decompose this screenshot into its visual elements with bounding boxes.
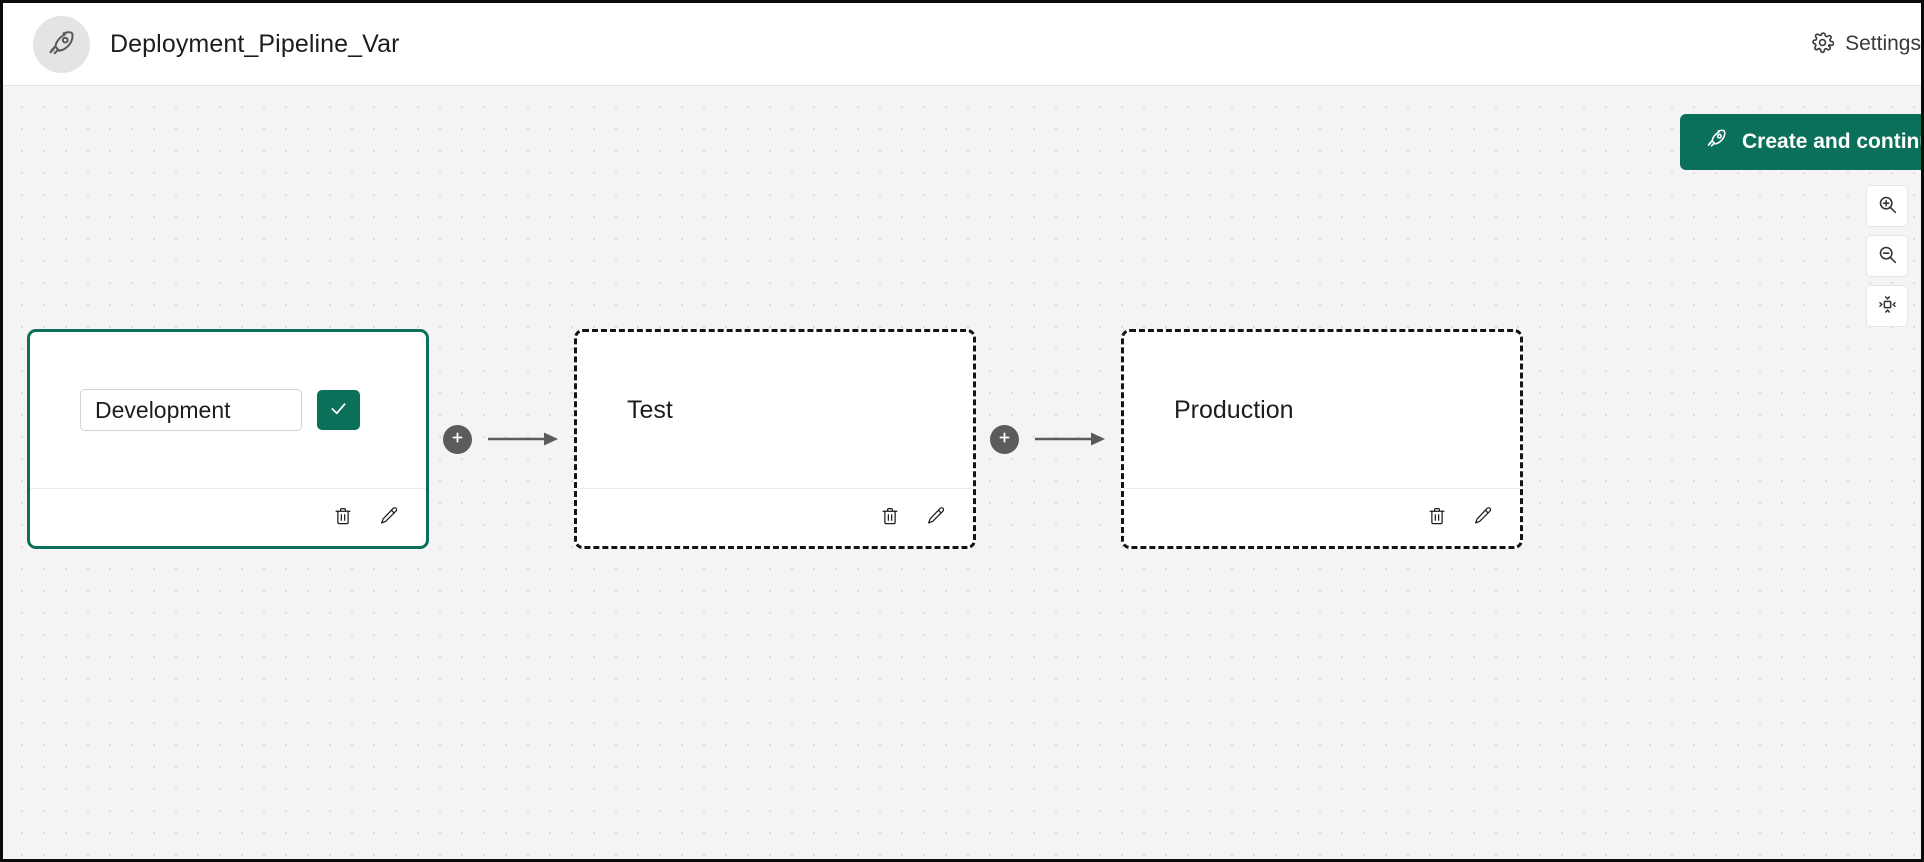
check-icon [328,398,349,422]
stage-node-production[interactable]: Production [1121,329,1523,549]
trash-icon [1426,505,1448,530]
stage-footer [1124,488,1520,546]
stage-confirm-button[interactable] [317,390,360,430]
create-and-continue-label: Create and continue [1742,130,1921,153]
zoom-out-button[interactable] [1866,235,1908,277]
plus-icon [997,430,1012,448]
header-left-group: Deployment_Pipeline_Var [3,15,400,73]
stage-edit-button[interactable] [1472,505,1494,530]
settings-button[interactable]: Settings [1811,31,1921,57]
stage-body [30,332,426,488]
plus-icon [450,430,465,448]
app-header: Deployment_Pipeline_Var Settings [3,3,1921,86]
add-stage-button[interactable] [443,424,472,454]
stage-node-test[interactable]: Test [574,329,976,549]
stage-connector [976,329,1121,549]
zoom-in-button[interactable] [1866,185,1908,227]
arrow-right-icon [488,432,558,446]
stage-name-input[interactable] [80,389,302,431]
pipeline-stages: Test [27,329,1523,549]
stage-name-label: Test [627,395,673,424]
stage-edit-button[interactable] [378,505,400,530]
stage-body: Production [1124,332,1520,488]
trash-icon [879,505,901,530]
fit-to-view-button[interactable] [1866,285,1908,327]
pencil-icon [1472,505,1494,530]
zoom-out-icon [1877,244,1898,268]
stage-connector [429,329,574,549]
stage-delete-button[interactable] [332,505,354,530]
pencil-icon [378,505,400,530]
page-title: Deployment_Pipeline_Var [110,29,400,58]
pipeline-canvas[interactable]: Create and continue [3,86,1921,859]
pencil-icon [925,505,947,530]
rocket-icon [1706,128,1728,156]
stage-node-development[interactable] [27,329,429,549]
stage-edit-button[interactable] [925,505,947,530]
create-and-continue-button[interactable]: Create and continue [1680,114,1921,170]
zoom-in-icon [1877,194,1898,218]
stage-delete-button[interactable] [879,505,901,530]
header-right-group: Settings [1811,31,1921,57]
stage-body: Test [577,332,973,488]
add-stage-button[interactable] [990,424,1019,454]
rocket-icon [33,15,90,73]
stage-footer [30,488,426,546]
arrow-right-icon [1035,432,1105,446]
canvas-controls [1866,185,1908,327]
fit-to-view-icon [1877,294,1898,318]
stage-name-label: Production [1174,395,1294,424]
stage-edit-row [80,389,360,431]
gear-icon [1811,31,1835,57]
settings-label: Settings [1845,32,1921,55]
stage-delete-button[interactable] [1426,505,1448,530]
stage-footer [577,488,973,546]
trash-icon [332,505,354,530]
